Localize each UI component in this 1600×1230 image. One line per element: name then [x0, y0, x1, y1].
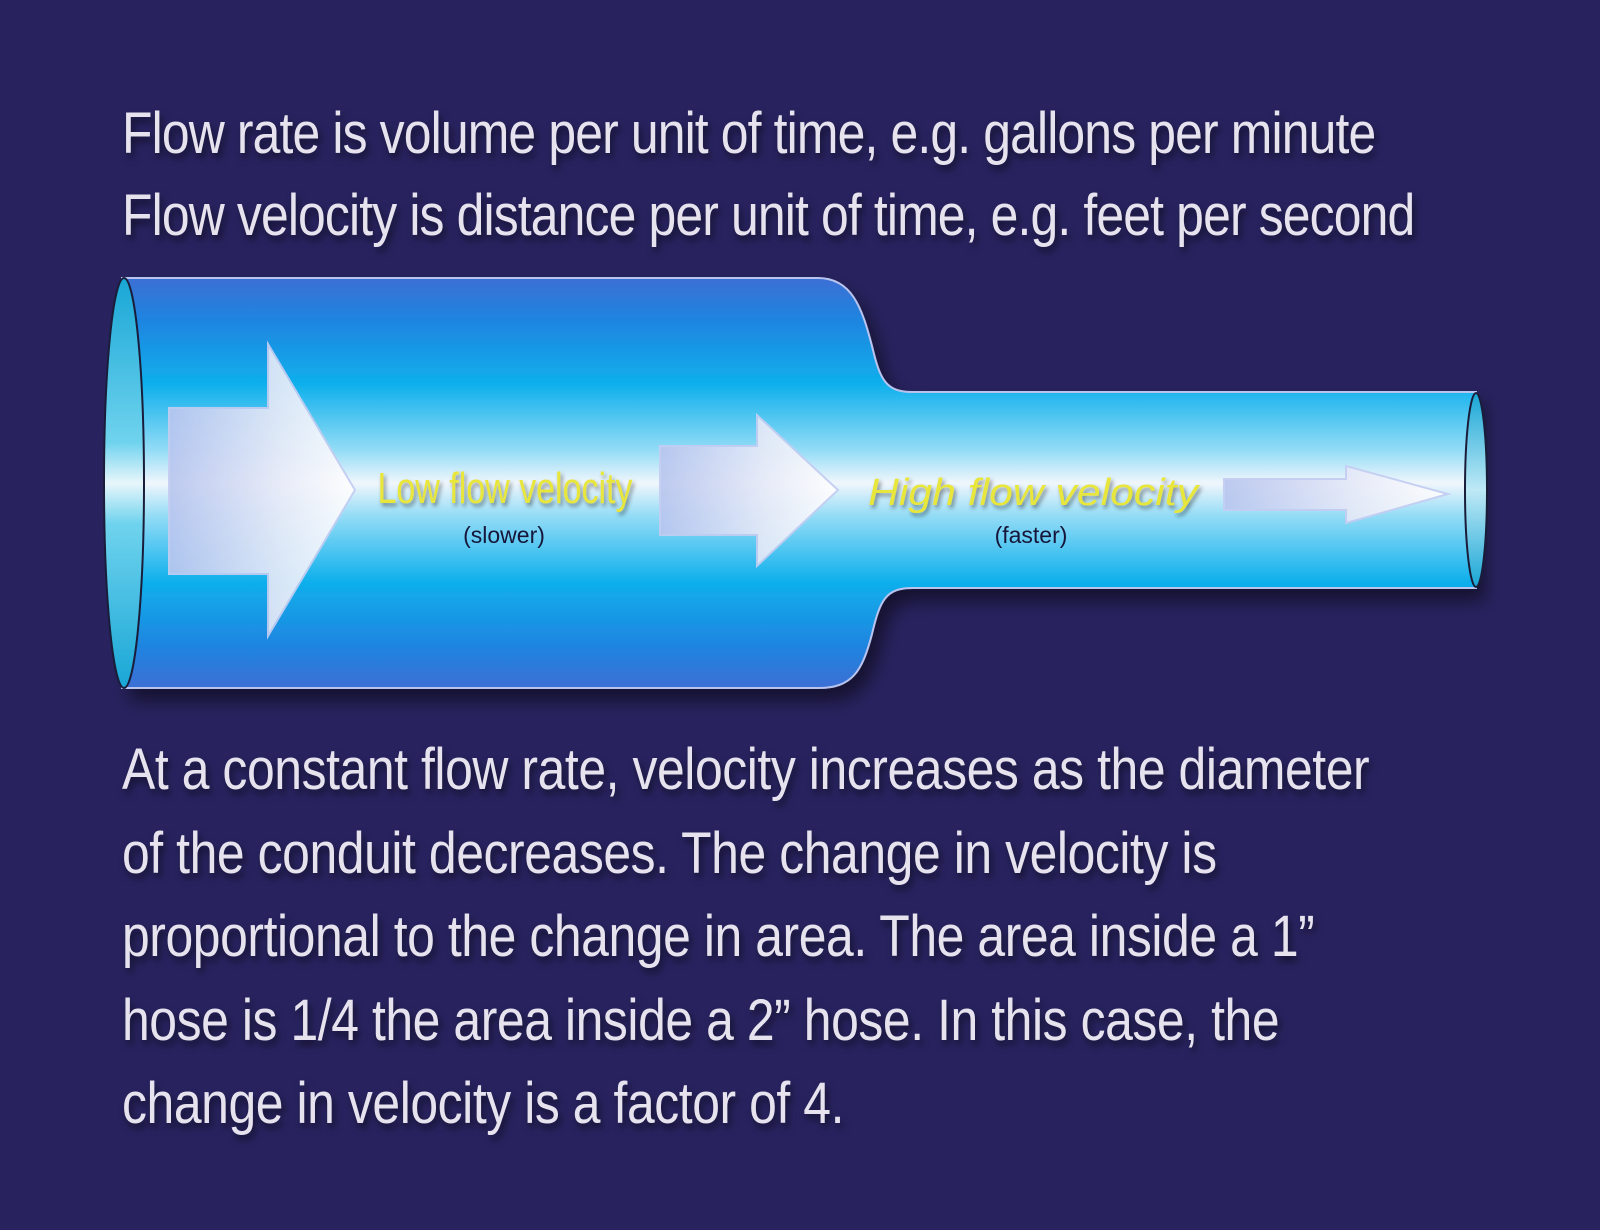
- medium-flow-arrow: [659, 412, 840, 569]
- large-flow-arrow: [168, 340, 357, 640]
- heading-flow-velocity: Flow velocity is distance per unit of ti…: [122, 183, 1415, 248]
- paragraph-line: At a constant flow rate, velocity increa…: [122, 737, 1370, 802]
- paragraph-line: hose is 1/4 the area inside a 2” hose. I…: [122, 987, 1280, 1053]
- high-velocity-label: High flow velocity: [868, 472, 1200, 514]
- paragraph-line: proportional to the change in area. The …: [122, 904, 1315, 969]
- explanation-paragraph: At a constant flow rate, velocity increa…: [122, 728, 1464, 1146]
- pipe-inlet: [103, 277, 145, 689]
- paragraph-line: change in velocity is a factor of 4.: [122, 1071, 845, 1136]
- heading-flow-rate: Flow rate is volume per unit of time, e.…: [122, 101, 1376, 166]
- low-velocity-label: Low flow velocity: [378, 464, 633, 513]
- small-flow-arrow: [1223, 464, 1452, 525]
- low-velocity-sublabel: (slower): [463, 522, 545, 548]
- paragraph-line: of the conduit decreases. The change in …: [122, 820, 1217, 886]
- high-velocity-sublabel: (faster): [995, 522, 1068, 548]
- pipe-outlet: [1464, 392, 1488, 588]
